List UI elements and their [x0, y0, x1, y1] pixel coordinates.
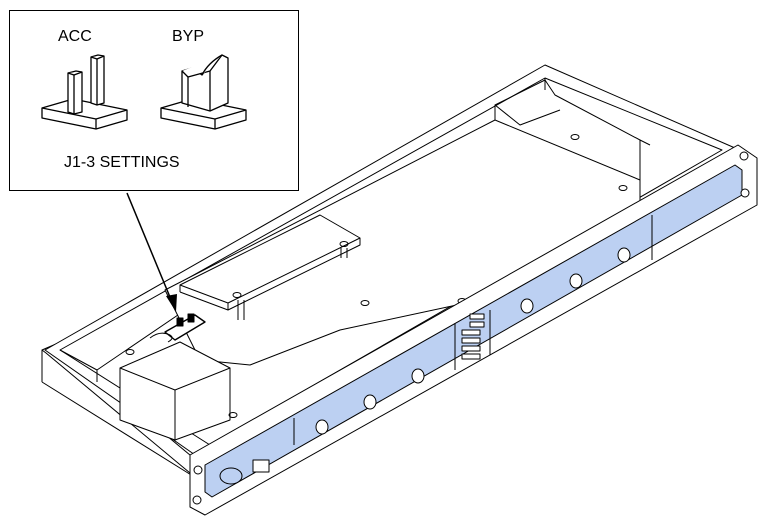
panel-knobs — [315, 247, 631, 435]
acc-label: ACC — [58, 28, 92, 45]
rack-ear-holes — [192, 151, 750, 505]
settings-label: J1-3 SETTINGS — [64, 154, 180, 171]
byp-label: BYP — [172, 28, 205, 45]
led-meter — [461, 313, 485, 360]
acc-jumper-icon — [41, 54, 128, 130]
byp-jumper-icon — [160, 54, 247, 130]
pointer-arrow — [126, 192, 177, 312]
jumper-illustrations — [41, 54, 247, 130]
jumper-settings-callout: ACC BYP J1-3 SETTINGS — [9, 10, 299, 191]
